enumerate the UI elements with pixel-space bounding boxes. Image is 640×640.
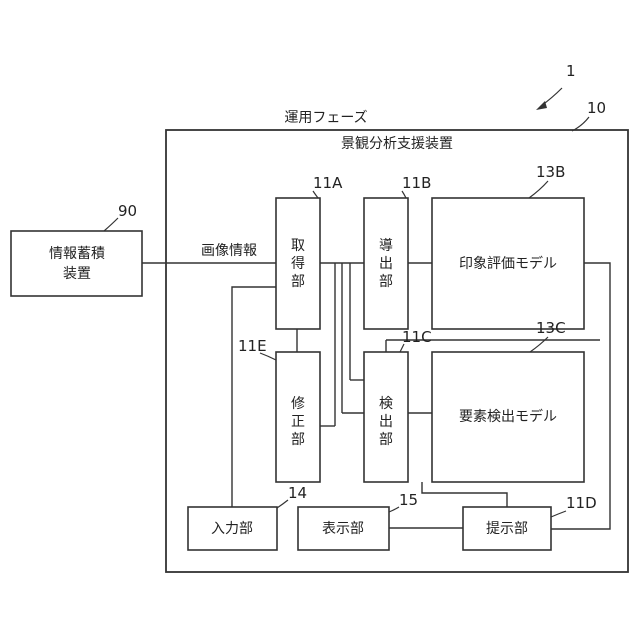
apparatus-ref-label: 10 (587, 99, 606, 117)
impression-model-label: 印象評価モデル (459, 255, 557, 272)
correction-ref-leader (260, 353, 276, 360)
apparatus-title: 景観分析支援装置 (341, 135, 453, 152)
storage-device-label-line2: 装置 (63, 266, 91, 282)
correction-unit-char-2: 正 (291, 414, 305, 430)
detection-unit-char-3: 部 (379, 432, 393, 448)
acquisition-unit-char-2: 得 (291, 255, 305, 272)
apparatus-frame (166, 130, 628, 572)
display-ref-label: 15 (399, 491, 418, 509)
element-model-ref-leader (530, 337, 548, 352)
element-model-label: 要素検出モデル (459, 408, 557, 425)
impression-model-ref-leader (529, 181, 548, 198)
storage-device-label-line1: 情報蓄積 (49, 246, 105, 262)
derivation-ref-label: 11B (402, 174, 431, 192)
presentation-unit-label: 提示部 (486, 521, 528, 537)
detection-unit-char-2: 出 (379, 414, 393, 430)
correction-unit-char-1: 修 (291, 396, 305, 412)
presentation-ref-leader (551, 511, 566, 517)
derivation-unit-char-2: 出 (379, 256, 393, 272)
presentation-ref-label: 11D (566, 494, 597, 512)
apparatus-ref-leader (572, 117, 589, 131)
derivation-unit-char-3: 部 (379, 274, 393, 290)
storage-device-box (11, 231, 142, 296)
impression-model-ref-label: 13B (536, 163, 565, 181)
signal-label: 画像情報 (201, 243, 257, 259)
input-unit-label: 入力部 (211, 521, 253, 537)
phase-label: 運用フェーズ (284, 110, 367, 126)
system-ref-arrow (536, 88, 562, 110)
detection-ref-label: 11C (402, 328, 432, 346)
input-ref-leader (277, 500, 288, 508)
correction-ref-label: 11E (238, 337, 267, 355)
storage-ref-label: 90 (118, 202, 137, 220)
display-ref-leader (389, 507, 399, 512)
system-ref-label: 1 (566, 62, 576, 80)
acquisition-ref-label: 11A (313, 174, 343, 192)
derivation-unit-char-1: 導 (379, 238, 393, 254)
correction-unit-char-3: 部 (291, 432, 305, 448)
acquisition-ref-leader (313, 191, 318, 198)
element-model-ref-label: 13C (536, 319, 566, 337)
acquisition-unit-char-1: 取 (291, 238, 305, 254)
detection-unit-char-1: 検 (379, 396, 393, 412)
storage-ref-leader (104, 218, 118, 231)
acquisition-unit-char-3: 部 (291, 274, 305, 290)
input-ref-label: 14 (288, 484, 307, 502)
derivation-ref-leader (402, 191, 406, 198)
display-unit-label: 表示部 (322, 521, 364, 537)
